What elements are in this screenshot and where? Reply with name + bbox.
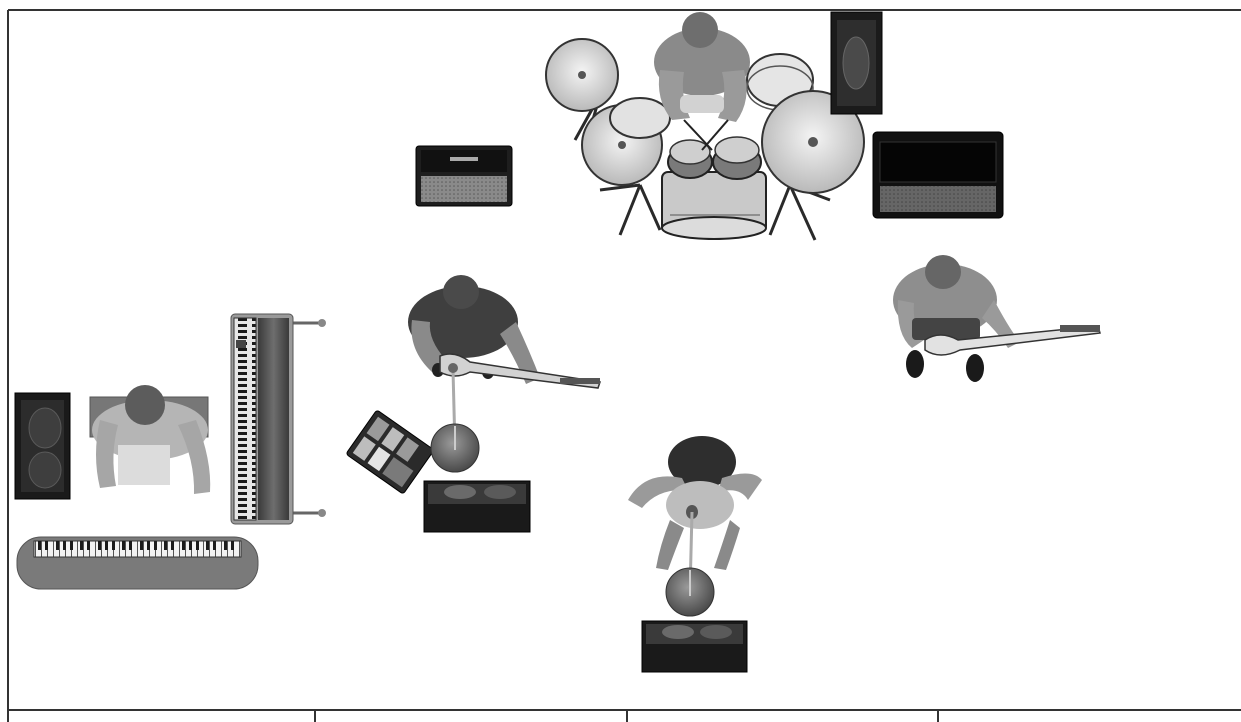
person-icon [90,385,210,494]
wedge-monitor-icon [642,621,747,672]
singer-icon [628,436,762,570]
wedge-monitor-icon [424,481,530,532]
amplifier-icon [416,146,512,206]
keyboard-icon [231,314,326,524]
keyboard-icon [17,537,258,589]
guitarist-icon [893,255,1100,382]
speaker-icon [15,393,70,499]
guitarist-icon [408,275,600,388]
microphone-stand-icon [431,363,479,472]
speaker-icon [831,12,882,114]
drum-kit-icon [546,12,864,240]
drummer [654,12,750,150]
pedalboard-icon [346,410,434,494]
amplifier-icon [873,132,1003,218]
